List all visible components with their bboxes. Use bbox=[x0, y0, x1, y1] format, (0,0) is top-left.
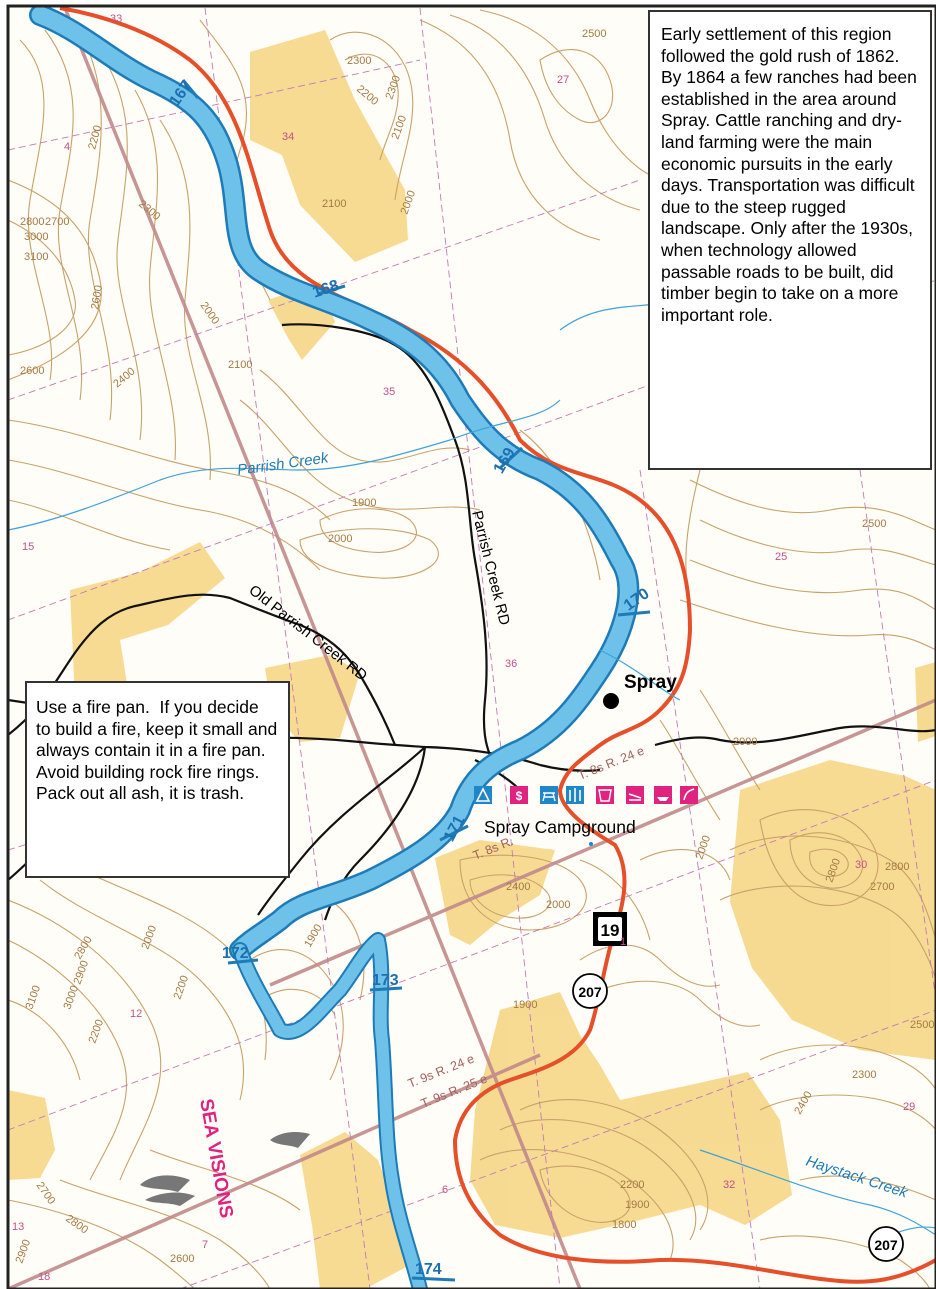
svg-text:2500: 2500 bbox=[582, 28, 606, 40]
contour-lines bbox=[8, 9, 936, 1289]
svg-text:25: 25 bbox=[775, 551, 787, 563]
boat-ramp-icon bbox=[626, 786, 644, 804]
svg-text:2200: 2200 bbox=[620, 1179, 644, 1191]
svg-text:2600: 2600 bbox=[20, 365, 44, 377]
logo-arrow-right-icon bbox=[270, 1132, 310, 1148]
svg-text:$: $ bbox=[516, 789, 523, 803]
svg-text:12: 12 bbox=[130, 1008, 142, 1020]
svg-text:4: 4 bbox=[64, 141, 70, 153]
picnic-table-icon bbox=[540, 786, 558, 804]
svg-text:36: 36 bbox=[505, 658, 517, 670]
svg-text:2600: 2600 bbox=[89, 284, 105, 310]
fishing-icon bbox=[680, 786, 698, 804]
svg-text:33: 33 bbox=[110, 13, 122, 25]
haystack-creek bbox=[699, 1149, 936, 1236]
campground-dot bbox=[589, 842, 593, 846]
svg-text:2000: 2000 bbox=[733, 736, 757, 748]
svg-text:2800: 2800 bbox=[885, 861, 909, 873]
highway-19-number: 19 bbox=[601, 921, 620, 940]
spray-town-label: Spray bbox=[624, 672, 677, 693]
svg-text:30: 30 bbox=[855, 859, 867, 871]
svg-text:32: 32 bbox=[723, 1179, 735, 1191]
fire-pan-notice-box: Use a fire pan. If you decide to build a… bbox=[25, 681, 290, 878]
fee-dollar-icon bbox=[510, 786, 528, 804]
svg-text:29: 29 bbox=[903, 1101, 915, 1113]
blm-land-parcels bbox=[8, 30, 936, 1289]
svg-text:1900: 1900 bbox=[625, 1199, 649, 1211]
old-parrish-creek-road bbox=[8, 593, 397, 746]
route-207-shield-east bbox=[868, 1226, 904, 1262]
svg-text:2000: 2000 bbox=[328, 533, 352, 545]
svg-text:2300: 2300 bbox=[347, 55, 371, 67]
svg-text:2400: 2400 bbox=[506, 881, 530, 893]
svg-text:6: 6 bbox=[442, 1184, 448, 1196]
section-numbers: 33 34 27 4 35 36 25 15 1 12 6 7 32 29 13… bbox=[12, 13, 915, 1283]
svg-text:27: 27 bbox=[557, 74, 569, 86]
svg-text:2600: 2600 bbox=[170, 1253, 194, 1265]
svg-text:35: 35 bbox=[383, 386, 395, 398]
svg-text:2000: 2000 bbox=[546, 899, 570, 911]
boat-launch-icon bbox=[654, 786, 672, 804]
route-207-number-east: 207 bbox=[874, 1237, 898, 1253]
route-207-number: 207 bbox=[578, 984, 602, 1000]
route-shields: 19 207 207 bbox=[572, 912, 904, 1262]
campground-facility-icons: $ bbox=[474, 786, 698, 804]
svg-text:2700: 2700 bbox=[45, 216, 69, 228]
spray-town-dot bbox=[603, 693, 619, 709]
river-mile-173: 173 bbox=[372, 972, 399, 989]
svg-text:1900: 1900 bbox=[513, 999, 537, 1011]
svg-text:34: 34 bbox=[282, 131, 294, 143]
settlement-history-text: Early settlement of this region followed… bbox=[661, 24, 917, 325]
svg-text:1: 1 bbox=[620, 936, 626, 948]
fire-pan-notice-text: Use a fire pan. If you decide to build a… bbox=[36, 697, 283, 804]
river-mile-markers bbox=[181, 79, 651, 1282]
svg-text:1800: 1800 bbox=[612, 1219, 636, 1231]
john-day-river bbox=[29, 6, 640, 1289]
svg-text:2700: 2700 bbox=[870, 881, 894, 893]
svg-text:2800: 2800 bbox=[20, 216, 44, 228]
river-mile-172: 172 bbox=[222, 945, 249, 962]
svg-text:7: 7 bbox=[202, 1239, 208, 1251]
svg-text:15: 15 bbox=[22, 541, 34, 553]
svg-text:3000: 3000 bbox=[24, 231, 48, 243]
svg-text:2300: 2300 bbox=[852, 1069, 876, 1081]
svg-text:1900: 1900 bbox=[352, 497, 376, 509]
route-207-shield bbox=[572, 973, 608, 1009]
svg-text:2500: 2500 bbox=[910, 1019, 934, 1031]
parrish-creek bbox=[8, 399, 561, 531]
spray-campground-label: Spray Campground bbox=[484, 817, 636, 837]
parrish-creek-road bbox=[281, 323, 492, 756]
svg-text:2100: 2100 bbox=[322, 198, 346, 210]
map-frame bbox=[6, 4, 936, 1289]
svg-text:18: 18 bbox=[38, 1271, 50, 1283]
river-mile-174: 174 bbox=[415, 1261, 442, 1278]
logo-arrow-left-icon bbox=[140, 1175, 195, 1206]
svg-text:2500: 2500 bbox=[862, 518, 886, 530]
svg-text:2100: 2100 bbox=[228, 359, 252, 371]
settlement-history-box: Early settlement of this region followed… bbox=[648, 10, 932, 470]
svg-text:13: 13 bbox=[12, 1221, 24, 1233]
svg-text:3100: 3100 bbox=[24, 251, 48, 263]
